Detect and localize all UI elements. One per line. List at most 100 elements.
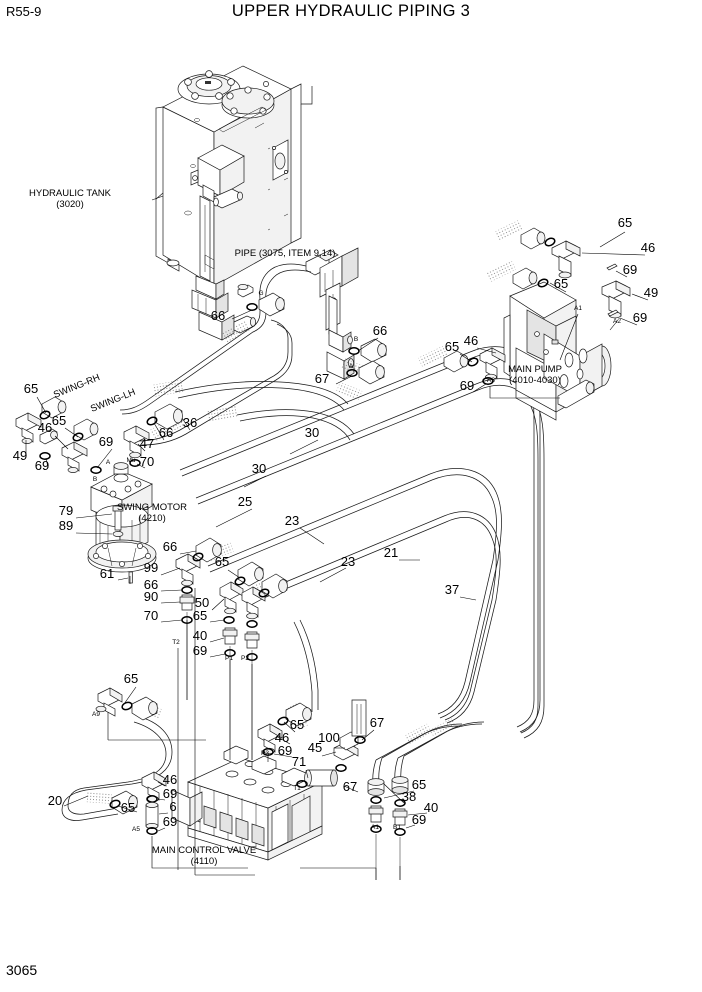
callout-number: 69 (412, 812, 426, 827)
port-mark: G (258, 290, 263, 297)
callout-number: 46 (464, 333, 478, 348)
swing-motor-fittings (15, 396, 183, 474)
port-mark: A1 (371, 824, 379, 831)
callout-number: 70 (140, 454, 154, 469)
component-name: HYDRAULIC TANK (29, 188, 112, 199)
callout-number: 40 (424, 800, 438, 815)
component-caption-main-pump: MAIN PUMP(4010-4030) (508, 364, 562, 386)
callout-number: 40 (193, 628, 207, 643)
component-caption-main-control-valve: MAIN CONTROL VALVE(4110) (152, 845, 256, 867)
callout-number: 45 (308, 740, 322, 755)
callout-number: 30 (252, 461, 266, 476)
callout-number: 46 (38, 420, 52, 435)
callout-number: 46 (275, 730, 289, 745)
callout-number: 65 (554, 276, 568, 291)
pump-fittings (443, 227, 631, 385)
main-pump-drawing (503, 281, 612, 421)
port-mark: A1 (574, 305, 582, 312)
swing-motor-drawing (87, 462, 157, 584)
port-mark: P2 (241, 655, 249, 662)
callout-number: 65 (193, 608, 207, 623)
projection-lines (107, 313, 619, 880)
callout-number: 65 (412, 777, 426, 792)
port-mark: P1 (225, 655, 233, 662)
callout-number: 20 (48, 793, 62, 808)
port-mark: B (354, 336, 358, 343)
callout-number: 67 (370, 715, 384, 730)
port-mark: Mu (126, 457, 135, 464)
port-mark: P3 (261, 750, 269, 757)
component-caption-swing-motor: SWING MOTOR(4210) (117, 502, 187, 524)
component-code: (4210) (138, 513, 165, 524)
callout-number: 46 (163, 772, 177, 787)
callout-number: 67 (315, 371, 329, 386)
component-code: (4110) (191, 856, 218, 867)
callout-number: 71 (292, 754, 306, 769)
callout-number: 49 (13, 448, 27, 463)
callout-number: 66 (211, 308, 225, 323)
port-mark: A (106, 459, 111, 466)
callout-number: 49 (644, 285, 658, 300)
callout-number: 67 (343, 779, 357, 794)
callout-number: 61 (100, 566, 114, 581)
component-code: (4010-4030) (509, 375, 561, 386)
component-name: MAIN CONTROL VALVE (152, 845, 256, 856)
callout-number: 36 (183, 415, 197, 430)
callout-number: 23 (341, 554, 355, 569)
callout-number: 6 (169, 799, 176, 814)
pipe-hose-ends (258, 292, 387, 385)
callout-number: 89 (59, 518, 73, 533)
port-mark: B1 (393, 824, 401, 831)
callout-number: 65 (52, 413, 66, 428)
callout-number: 47 (140, 436, 154, 451)
callout-number: 69 (460, 378, 474, 393)
component-caption-layer: HYDRAULIC TANK(3020) PIPE (3075, ITEM 9,1… (29, 188, 562, 867)
lower-fitting-stack (175, 537, 288, 760)
callout-number: 50 (195, 595, 209, 610)
component-name: PIPE (3075, ITEM 9,14) (235, 248, 336, 259)
callout-number: 70 (144, 608, 158, 623)
callout-number: 99 (144, 560, 158, 575)
callout-number: 69 (193, 643, 207, 658)
callout-number: 30 (305, 425, 319, 440)
hose-label: SWING-LH (89, 387, 137, 415)
mcv-left-fittings (95, 687, 167, 835)
callout-number: 65 (24, 381, 38, 396)
mcv-right-fittings (257, 699, 409, 880)
port-mark: A3 (487, 377, 495, 384)
component-caption-hydraulic-tank: HYDRAULIC TANK(3020) (29, 188, 112, 210)
component-caption-pipe: PIPE (3075, ITEM 9,14) (235, 248, 336, 259)
callout-number: 46 (641, 240, 655, 255)
machine-model-label: R55-9 (6, 4, 42, 19)
hose-label: SWING-RH (52, 372, 102, 401)
callout-leaders (25, 231, 649, 832)
callout-number: 69 (163, 786, 177, 801)
port-mark: T1 (293, 785, 301, 792)
callout-number: 69 (623, 262, 637, 277)
callout-number: 65 (290, 717, 304, 732)
callout-number: 65 (618, 215, 632, 230)
callout-number: 65 (121, 800, 135, 815)
port-mark: A2 (613, 318, 621, 325)
sheet-number: 3065 (6, 962, 38, 978)
callout-number: 25 (238, 494, 252, 509)
callout-number: 79 (59, 503, 73, 518)
callout-number: 69 (163, 814, 177, 829)
callout-number: 65 (445, 339, 459, 354)
callout-number: 65 (215, 554, 229, 569)
callout-number: 37 (445, 582, 459, 597)
callout-number: 66 (159, 425, 173, 440)
callout-number: 69 (278, 743, 292, 758)
callout-number: 66 (373, 323, 387, 338)
pipe-3075-drawing (259, 247, 359, 380)
callout-number: 65 (124, 671, 138, 686)
callout-number: 100 (318, 730, 340, 745)
port-mark: A (349, 363, 354, 370)
main-control-valve-drawing (171, 745, 323, 861)
callout-number: 69 (99, 434, 113, 449)
callout-number: 90 (144, 589, 158, 604)
